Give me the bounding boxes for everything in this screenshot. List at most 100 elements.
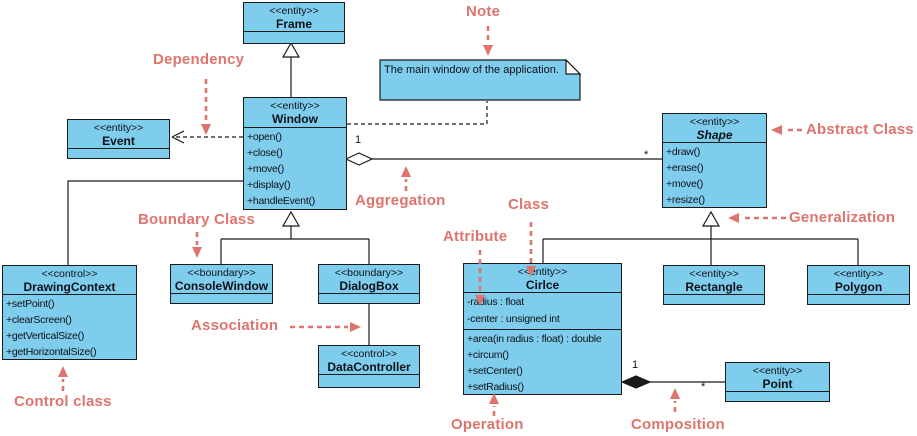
class-event[interactable]: <<entity>> Event — [67, 119, 170, 159]
class-pointer-arrowhead — [526, 266, 536, 277]
class-circle[interactable]: <<entity>> Cirlce -radius : float -cente… — [463, 263, 622, 395]
class-name: Rectangle — [685, 280, 743, 294]
operation-item: +setPoint() — [6, 298, 55, 310]
operation-item: +move() — [666, 178, 704, 190]
class-rectangle[interactable]: <<entity>> Rectangle — [663, 265, 765, 305]
stereotype-label: <<entity>> — [689, 268, 739, 280]
class-header: <<control>> DrawingContext — [3, 266, 136, 294]
operation-item: +erase() — [666, 162, 704, 174]
operation-item: +draw() — [666, 146, 701, 158]
generalization-pointer-arrowhead — [728, 213, 739, 223]
empty-compartment — [319, 374, 419, 387]
empty-compartment — [319, 293, 419, 303]
class-header: <<entity>> Polygon — [808, 266, 909, 294]
boundary-class-pointer-arrowhead — [192, 247, 202, 258]
attribute-pointer-arrowhead — [475, 295, 485, 306]
note-pointer-arrowhead — [483, 45, 493, 56]
operations-compartment: +setPoint() +clearScreen() +getVerticalS… — [3, 294, 136, 360]
dependency-arrowhead — [171, 136, 185, 144]
class-header: <<entity>> Shape — [663, 114, 766, 142]
stereotype-label: <<entity>> — [833, 268, 884, 280]
class-name: DataController — [327, 360, 411, 374]
class-shape[interactable]: <<entity>> Shape +draw() +erase() +move(… — [662, 113, 767, 208]
class-name: Frame — [275, 17, 313, 31]
operations-compartment: +open() +close() +move() +display() +han… — [244, 127, 346, 209]
class-name: Point — [762, 377, 793, 391]
class-window[interactable]: <<entity>> Window +open() +close() +move… — [243, 97, 347, 210]
multiplicity-label: * — [644, 149, 649, 161]
class-consolewindow[interactable]: <<boundary>> ConsoleWindow — [170, 264, 273, 304]
attribute-item: -center : unsigned int — [467, 313, 560, 325]
control-class-pointer-arrowhead — [58, 366, 68, 377]
operation-item: +setRadius() — [467, 381, 524, 393]
operation-item: +getHorizontalSize() — [6, 346, 97, 358]
class-header: <<entity>> Event — [68, 120, 169, 148]
class-header: <<entity>> Point — [726, 363, 829, 391]
empty-compartment — [726, 391, 829, 401]
annotation-aggregation-label: Aggregation — [355, 192, 446, 209]
annotation-attribute-label: Attribute — [443, 228, 508, 245]
class-frame[interactable]: <<entity>> Frame — [243, 2, 345, 44]
operation-item: +close() — [247, 147, 283, 159]
class-polygon[interactable]: <<entity>> Polygon — [807, 265, 910, 305]
class-name: DrawingContext — [23, 280, 116, 294]
operation-item: +open() — [247, 131, 282, 143]
class-name: Event — [102, 134, 135, 148]
annotation-note-label: Note — [466, 3, 501, 20]
annotation-composition-label: Composition — [631, 416, 725, 433]
operation-item: +resize() — [666, 194, 705, 206]
operation-item: +display() — [247, 179, 291, 191]
class-name: ConsoleWindow — [174, 279, 269, 293]
class-header: <<entity>> Frame — [244, 3, 344, 31]
annotation-operation-label: Operation — [451, 416, 524, 433]
stereotype-label: <<boundary>> — [334, 267, 404, 279]
composition-pointer-arrowhead — [670, 388, 680, 399]
class-dialogbox[interactable]: <<boundary>> DialogBox — [318, 264, 420, 304]
multiplicity-label: 1 — [355, 134, 362, 146]
class-name: Shape — [696, 128, 733, 142]
stereotype-label: <<control>> — [340, 348, 398, 360]
annotation-generalization-label: Generalization — [789, 209, 896, 226]
stereotype-label: <<entity>> — [93, 122, 144, 134]
class-header: <<boundary>> DialogBox — [319, 265, 419, 293]
operation-item: +handleEvent() — [247, 195, 316, 207]
empty-compartment — [664, 294, 764, 304]
empty-compartment — [808, 294, 909, 304]
class-datacontroller[interactable]: <<control>> DataController — [318, 345, 420, 388]
class-header: <<entity>> Window — [244, 98, 346, 127]
operations-compartment: +area(in radius : float) : double +circu… — [464, 329, 621, 395]
operation-item: +move() — [247, 163, 285, 175]
operation-item: +circum() — [467, 349, 509, 361]
annotation-control-class-label: Control class — [14, 393, 112, 410]
aggregation-pointer-arrowhead — [401, 166, 411, 177]
multiplicity-label: 1 — [632, 359, 639, 371]
annotation-boundary-class-label: Boundary Class — [138, 211, 255, 228]
generalization-arrowhead — [281, 41, 301, 58]
aggregation-diamond — [344, 152, 374, 166]
class-header: <<entity>> Rectangle — [664, 266, 764, 294]
class-name: Cirlce — [525, 278, 560, 292]
abstract-class-pointer-arrowhead — [771, 125, 782, 135]
stereotype-label: <<control>> — [41, 268, 98, 280]
stereotype-label: <<entity>> — [752, 365, 803, 377]
annotation-association-label: Association — [191, 317, 279, 334]
note-text: The main window of the application. — [384, 64, 559, 76]
class-point[interactable]: <<entity>> Point — [725, 362, 830, 402]
note-fold-corner — [565, 58, 582, 75]
operation-item: +setCenter() — [467, 365, 523, 377]
stereotype-label: <<entity>> — [269, 5, 319, 17]
composition-diamond — [620, 375, 652, 389]
operations-compartment: +draw() +erase() +move() +resize() — [663, 142, 766, 208]
annotation-abstract-class-label: Abstract Class — [806, 121, 914, 138]
class-drawingcontext[interactable]: <<control>> DrawingContext +setPoint() +… — [2, 265, 137, 360]
association-pointer-arrowhead — [350, 322, 361, 332]
empty-compartment — [171, 293, 272, 303]
note-anchor-line — [347, 101, 488, 125]
class-name: Window — [272, 112, 318, 126]
note-shape[interactable] — [379, 59, 581, 101]
class-header: <<boundary>> ConsoleWindow — [171, 265, 272, 293]
dependency-arrowhead — [171, 130, 185, 138]
